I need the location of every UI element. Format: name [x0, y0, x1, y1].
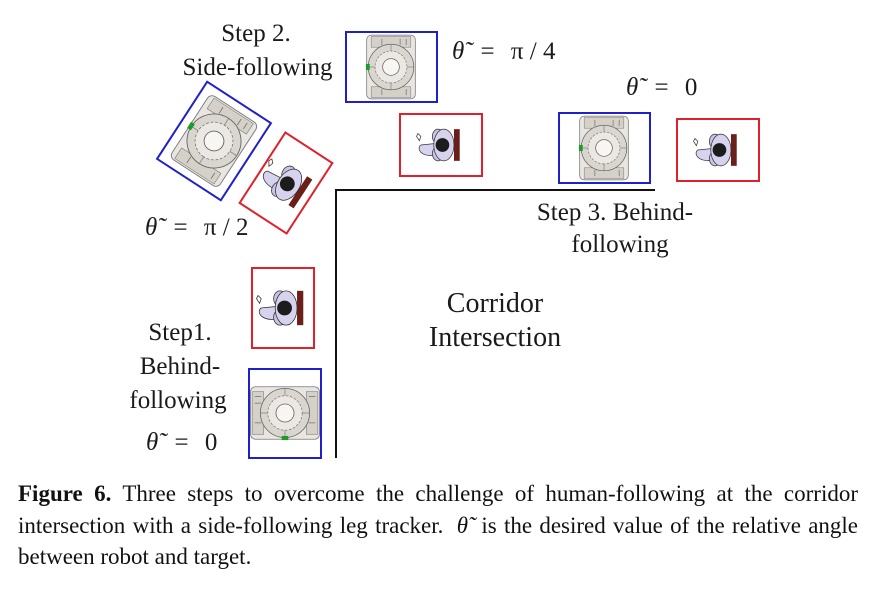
equals-sign: = [173, 214, 188, 241]
step2-human [399, 113, 483, 177]
figure-caption: Figure 6. Three steps to overcome the ch… [18, 478, 858, 573]
theta-symbol: θ̃ [146, 429, 159, 456]
step3-human [676, 118, 760, 182]
step2-label-line1: Step 2. [221, 20, 291, 47]
angle-value: π / 2 [203, 214, 249, 241]
step2-human-rotated [238, 131, 334, 235]
caption-text-after: is the desired value of the relative ang… [18, 512, 859, 570]
angle-value: 0 [204, 429, 218, 456]
step2-angle-pi4: θ̃ = π / 4 [452, 37, 555, 66]
caption-text-before: Three steps to overcome the challenge of… [18, 481, 858, 538]
step3-label-line2: following [571, 231, 669, 258]
step1-label-line2: Behind- [139, 353, 221, 380]
step1-label-line3: following [129, 387, 227, 414]
angle-value: 0 [684, 74, 698, 101]
step1-label-line1: Step1. [148, 319, 212, 346]
step3-robot [558, 112, 651, 184]
angle-value: π / 4 [510, 38, 556, 65]
step3-label-line1: Step 3. Behind- [536, 199, 694, 226]
step3-angle: θ̃ = 0 [626, 73, 697, 102]
equals-sign: = [480, 38, 495, 65]
corridor-label-line1: Corridor [446, 288, 544, 319]
caption-label: Figure 6. [18, 481, 112, 506]
step2-label-line2: Side-following [182, 54, 333, 81]
corridor-label-line2: Intersection [428, 322, 562, 353]
theta-symbol: θ̃ [452, 38, 465, 65]
step2-robot-rotated [155, 80, 273, 202]
corridor-wall [335, 189, 655, 458]
diagram-canvas [155, 31, 760, 459]
step2-robot [345, 31, 438, 103]
theta-symbol: θ̃ [145, 214, 158, 241]
step1-human [251, 267, 315, 349]
step2-angle-pi2: θ̃ = π / 2 [145, 213, 248, 242]
step1-robot [248, 368, 322, 459]
step1-angle: θ̃ = 0 [146, 428, 217, 457]
equals-sign: = [654, 74, 669, 101]
theta-symbol: θ̃ [626, 74, 639, 101]
equals-sign: = [174, 429, 189, 456]
caption-theta-symbol: θ̃ [456, 512, 469, 538]
